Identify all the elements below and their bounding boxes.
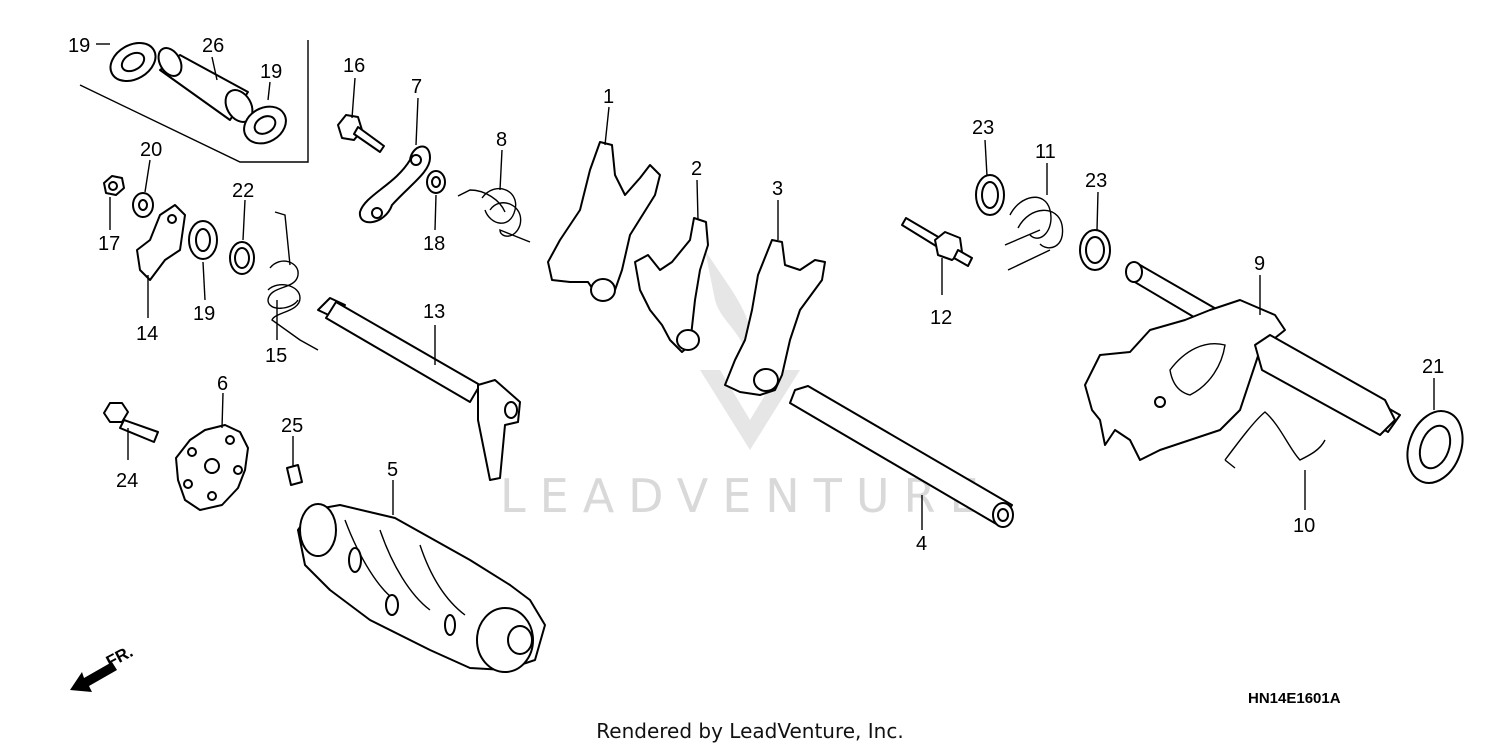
callout-24: 24: [116, 470, 138, 492]
callout-20: 20: [140, 139, 162, 161]
callout-15: 15: [265, 345, 287, 367]
callout-7: 7: [411, 76, 422, 98]
callout-19: 19: [260, 61, 282, 83]
callout-25: 25: [281, 415, 303, 437]
callout-18: 18: [423, 233, 445, 255]
callout-2: 2: [691, 158, 702, 180]
callout-14: 14: [136, 323, 158, 345]
front-indicator: FR.: [70, 642, 136, 692]
gearshift-spindle-13: [317, 297, 521, 481]
callout-13: 13: [423, 301, 445, 323]
callout-6: 6: [217, 373, 228, 395]
callout-labels: 19 26 19 20 17 14 22 19 15 16 7 18 8 13 …: [68, 35, 1444, 555]
footer-credit: Rendered by LeadVenture, Inc.: [596, 719, 903, 743]
callout-26: 26: [202, 35, 224, 57]
drum-plate-parts: [103, 402, 303, 511]
callout-3: 3: [772, 178, 783, 200]
callout-19: 19: [68, 35, 90, 57]
callout-17: 17: [98, 233, 120, 255]
callout-21: 21: [1422, 356, 1444, 378]
callout-4: 4: [916, 533, 927, 555]
callout-1: 1: [603, 86, 614, 108]
callout-22: 22: [232, 180, 254, 202]
callout-8: 8: [496, 129, 507, 151]
callout-23: 23: [972, 117, 994, 139]
callout-19: 19: [193, 303, 215, 325]
right-small-parts: [901, 174, 1111, 271]
leader-lines: [96, 43, 1435, 530]
diagram-code: HN14E1601A: [1248, 690, 1341, 707]
shift-drum-5: [297, 503, 546, 673]
gearshift-spindle-9: [1084, 261, 1464, 484]
shift-forks: [547, 141, 826, 396]
callout-5: 5: [387, 459, 398, 481]
front-arrow-icon: [70, 662, 117, 692]
left-small-parts: [103, 175, 319, 351]
stopper-arm-parts: [337, 114, 531, 243]
callout-10: 10: [1293, 515, 1315, 537]
callout-12: 12: [930, 307, 952, 329]
callout-16: 16: [343, 55, 365, 77]
callout-9: 9: [1254, 253, 1265, 275]
callout-11: 11: [1035, 141, 1056, 163]
fork-shaft-4: [789, 385, 1014, 528]
callout-23: 23: [1085, 170, 1107, 192]
bushing-kit-box: [79, 40, 309, 163]
watermark: LEADVENTURE: [500, 250, 993, 523]
watermark-text: LEADVENTURE: [500, 469, 993, 523]
